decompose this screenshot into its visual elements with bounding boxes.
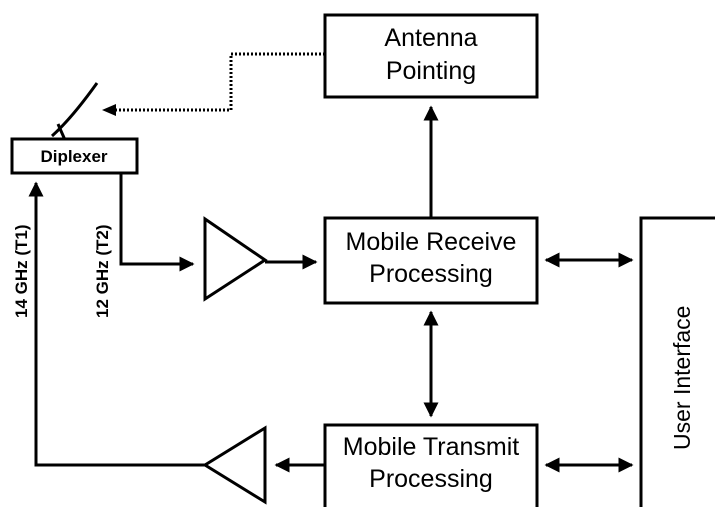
receive-path-wire <box>119 173 195 272</box>
mobile-transmit-label-line1: Mobile Transmit <box>343 433 519 461</box>
transmit-frequency-label: 14 GHz (T1) <box>12 224 31 318</box>
diplexer-label: Diplexer <box>40 147 107 166</box>
mobile-receive-label-line1: Mobile Receive <box>346 228 517 256</box>
diplexer-block: Diplexer <box>10 137 139 175</box>
transmit-amplifier-icon <box>202 425 267 505</box>
mobile-receive-label-line2: Processing <box>369 260 493 288</box>
receive-frequency-label: 12 GHz (T2) <box>93 224 112 318</box>
mobile-transmit-label-line2: Processing <box>369 465 493 493</box>
mobile-receive-processing-block: Mobile Receive Processing <box>323 216 539 305</box>
antenna-pointing-block: Antenna Pointing <box>323 13 539 99</box>
antenna-pointing-label-line1: Antenna <box>384 24 477 52</box>
user-interface-label: User Interface <box>669 306 695 450</box>
dish-antenna-icon <box>50 82 99 141</box>
pointing-control-line <box>102 52 325 116</box>
antenna-pointing-label-line2: Pointing <box>386 57 476 85</box>
user-interface-block: User Interface <box>639 216 715 507</box>
receive-amplifier-icon <box>203 216 268 302</box>
transmit-path-wire <box>28 181 205 467</box>
mobile-transmit-processing-block: Mobile Transmit Processing <box>323 423 539 507</box>
